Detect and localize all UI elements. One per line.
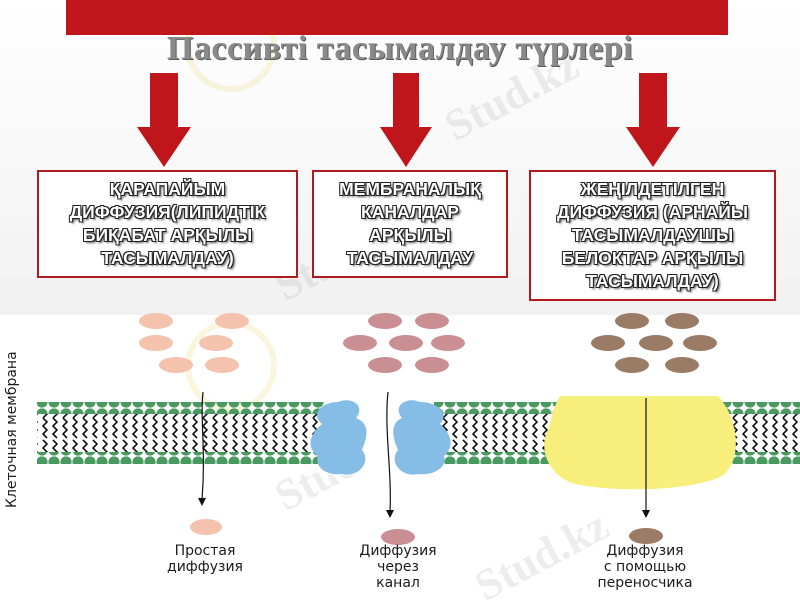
channel-particles — [343, 313, 465, 545]
box-label: ҚАРАПАЙЫМ ДИФФУЗИЯ(ЛИПИДТІК БИҚАБАТ АРҚЫ… — [69, 179, 266, 268]
simple-diffusion-particles — [139, 313, 249, 535]
title-banner — [66, 0, 728, 35]
simple-diffusion-box: ҚАРАПАЙЫМ ДИФФУЗИЯ(ЛИПИДТІК БИҚАБАТ АРҚЫ… — [37, 170, 298, 278]
carrier-protein — [544, 396, 736, 518]
box-label: МЕМБРАНАЛЫҚ КАНАЛДАР АРҚЫЛЫ ТАСЫМАЛДАУ — [339, 179, 481, 268]
channel-protein — [310, 391, 451, 518]
facilitated-diffusion-box: ЖЕҢІЛДЕТІЛГЕН ДИФФУЗИЯ (АРНАЙЫ ТАСЫМАЛДА… — [529, 170, 776, 301]
caption-channel-diffusion: Диффузия через канал — [359, 543, 437, 591]
slide-title: Пассивті тасымалдау түрлері — [166, 30, 634, 67]
diagram-canvas — [37, 73, 800, 545]
caption-simple-diffusion: Простая диффузия — [167, 543, 243, 575]
caption-carrier-diffusion: Диффузия с помощью переносчика — [597, 543, 693, 591]
channel-transport-box: МЕМБРАНАЛЫҚ КАНАЛДАР АРҚЫЛЫ ТАСЫМАЛДАУ — [312, 170, 508, 278]
membrane-label: Клеточная мембрана — [4, 351, 20, 508]
carrier-particles — [591, 313, 717, 544]
simple-diffusion-path — [198, 391, 206, 506]
arrow-down-icon — [626, 73, 680, 167]
arrow-down-icon — [137, 73, 191, 167]
box-label: ЖЕҢІЛДЕТІЛГЕН ДИФФУЗИЯ (АРНАЙЫ ТАСЫМАЛДА… — [556, 179, 748, 291]
arrow-down-icon — [380, 73, 432, 167]
